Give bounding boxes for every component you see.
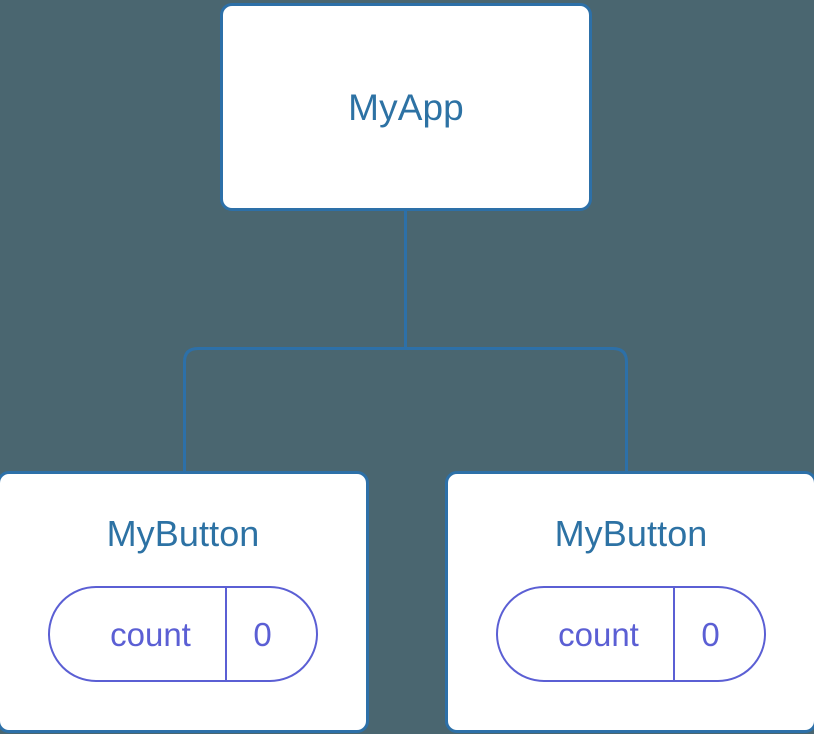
node-myapp-label: MyApp [348, 86, 464, 128]
state-pill-1: count 0 [48, 586, 318, 682]
state-pill-2: count 0 [496, 586, 766, 682]
node-mybutton-1[interactable]: MyButton count 0 [0, 471, 369, 733]
connector-branch-left [183, 347, 406, 471]
state-key-1: count [110, 615, 191, 653]
state-value-2: 0 [673, 588, 764, 680]
node-mybutton-1-label: MyButton [106, 513, 260, 554]
node-myapp[interactable]: MyApp [220, 3, 592, 211]
connector-branch-right [405, 347, 628, 471]
node-mybutton-2[interactable]: MyButton count 0 [445, 471, 814, 733]
node-mybutton-2-label: MyButton [554, 513, 708, 554]
state-value-1: 0 [225, 588, 316, 680]
state-key-2: count [558, 615, 639, 653]
